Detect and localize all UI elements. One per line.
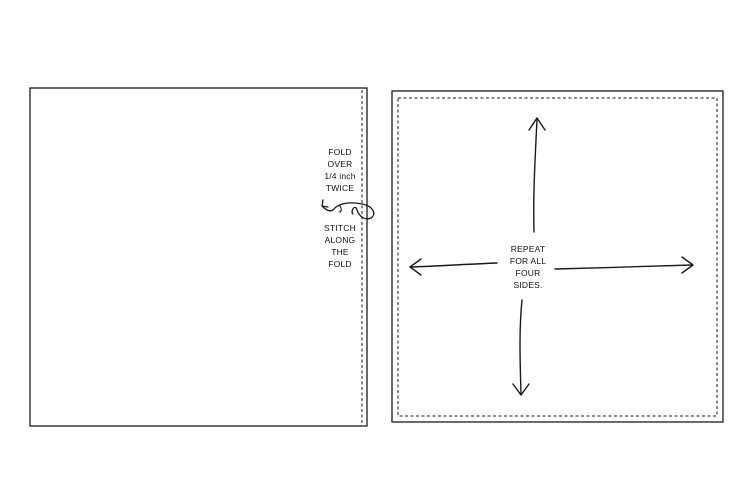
stitch-line-2: ALONG: [325, 235, 356, 245]
stitch-instruction-label: STITCH ALONG THE FOLD: [324, 223, 356, 269]
arrow-up-icon: [528, 117, 546, 233]
arrow-right-icon: [554, 256, 694, 274]
left-panel: FOLD OVER 1/4 inch TWICE STITCH ALONG TH…: [29, 87, 375, 427]
fold-instruction-label: FOLD OVER 1/4 inch TWICE: [324, 147, 355, 193]
repeat-line-3: FOUR: [516, 268, 541, 278]
stitch-line-4: FOLD: [328, 259, 351, 269]
right-panel: REPEAT FOR ALL FOUR SIDES.: [391, 90, 724, 423]
repeat-line-4: SIDES.: [513, 280, 542, 290]
repeat-line-1: REPEAT: [511, 244, 546, 254]
stitch-line-1: STITCH: [324, 223, 356, 233]
right-stitch-border: [397, 97, 718, 417]
repeat-instruction-label: REPEAT FOR ALL FOUR SIDES.: [510, 244, 546, 290]
right-fabric-square: [391, 90, 724, 423]
fold-line-4: TWICE: [326, 183, 355, 193]
arrow-left-icon: [409, 258, 498, 276]
fold-line-3: 1/4 inch: [324, 171, 355, 181]
fold-line-2: OVER: [328, 159, 353, 169]
left-fabric-square: [29, 87, 368, 427]
stitch-line-3: THE: [331, 247, 349, 257]
curl-arrow-icon: [321, 199, 375, 220]
repeat-line-2: FOR ALL: [510, 256, 546, 266]
arrow-down-icon: [512, 299, 530, 396]
fold-line-1: FOLD: [328, 147, 351, 157]
